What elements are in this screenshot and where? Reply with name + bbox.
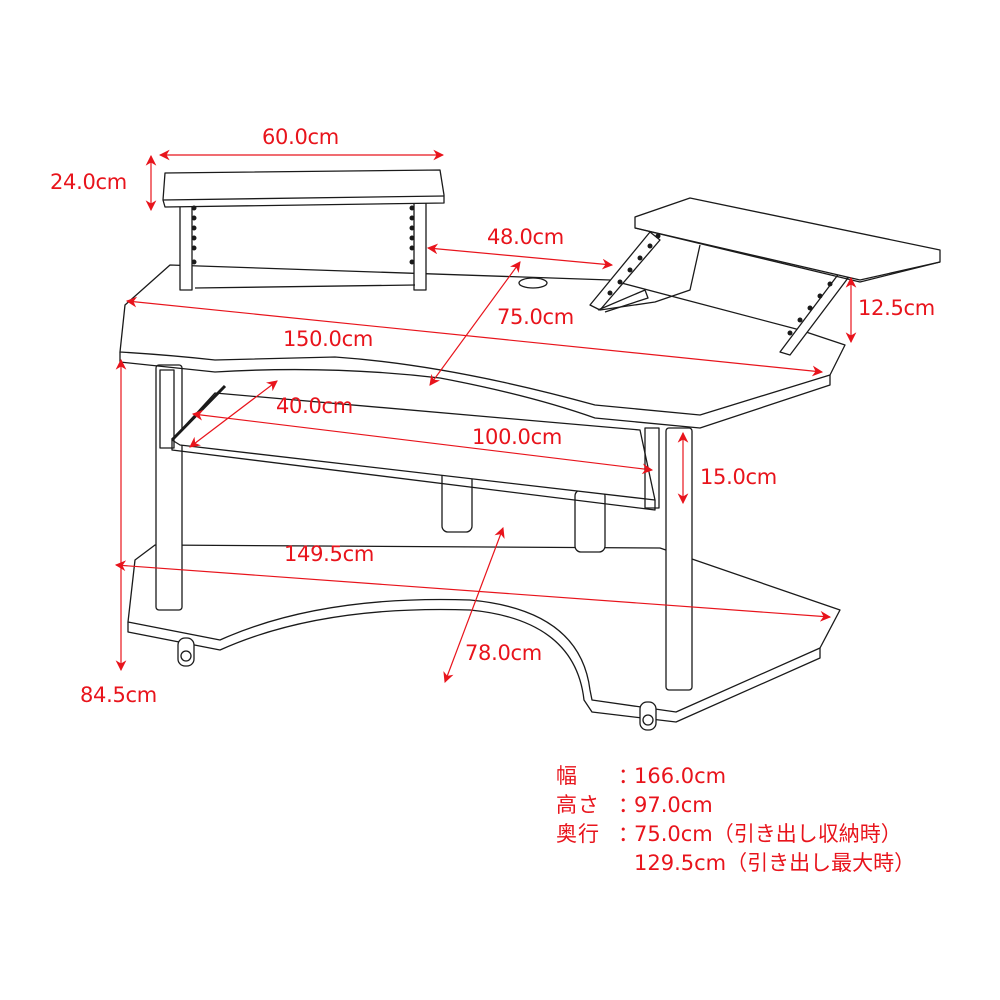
spec-value: 129.5cm（引き出し最大時） [634,851,916,875]
dim-label-top-shelf-height: 24.0cm [50,170,127,194]
dim-label-base-depth: 78.0cm [465,641,542,665]
spec-row-depth: 奥行 ： 75.0cm（引き出し収納時） [556,820,915,849]
spec-separator: ： [618,793,639,817]
spec-value: 97.0cm [634,793,713,817]
spec-value: 75.0cm（引き出し収納時） [634,822,902,846]
dim-label-desktop-width: 150.0cm [283,327,374,351]
spec-separator [618,849,634,878]
spec-value: 166.0cm [634,764,727,788]
dim-line-48 [426,243,614,270]
dim-label-tray-clearance: 15.0cm [700,465,777,489]
spec-key [556,849,618,878]
dim-line-78 [443,526,505,684]
caster-left [177,637,195,667]
spec-separator: ： [618,822,639,846]
dim-line-100 [191,409,654,475]
spec-key: 高さ [556,793,600,817]
dim-label-desk-depth: 75.0cm [497,305,574,329]
leg-back-right-mid [574,489,606,553]
spec-key: 幅 [556,764,578,788]
dim-label-shelf-gap: 48.0cm [487,225,564,249]
dim-label-desktop-height: 84.5cm [80,683,157,707]
overall-spec-list: 幅 ： 166.0cm 高さ ： 97.0cm 奥行 ： 75.0cm（引き出し… [556,762,915,878]
dim-label-base-width: 149.5cm [284,542,375,566]
caster-right [639,701,657,731]
spec-row-height: 高さ ： 97.0cm [556,791,915,820]
dim-line-150 [125,296,824,377]
dim-label-tray-depth: 40.0cm [276,394,353,418]
shelf-bolts-left [191,205,415,265]
dim-label-top-shelf-width: 60.0cm [262,125,339,149]
spec-row-depth-extended: 129.5cm（引き出し最大時） [556,849,915,878]
dim-label-tray-width: 100.0cm [472,425,563,449]
base-platform [127,544,841,723]
dim-label-right-shelf-height: 12.5cm [858,296,935,320]
spec-row-width: 幅 ： 166.0cm [556,762,915,791]
spec-separator: ： [618,764,639,788]
leg-back-left-mid [441,469,473,533]
upper-shelf-left [162,169,445,291]
spec-key: 奥行 [556,822,600,846]
leg-front-right [665,427,693,691]
dimension-lines [114,149,857,684]
